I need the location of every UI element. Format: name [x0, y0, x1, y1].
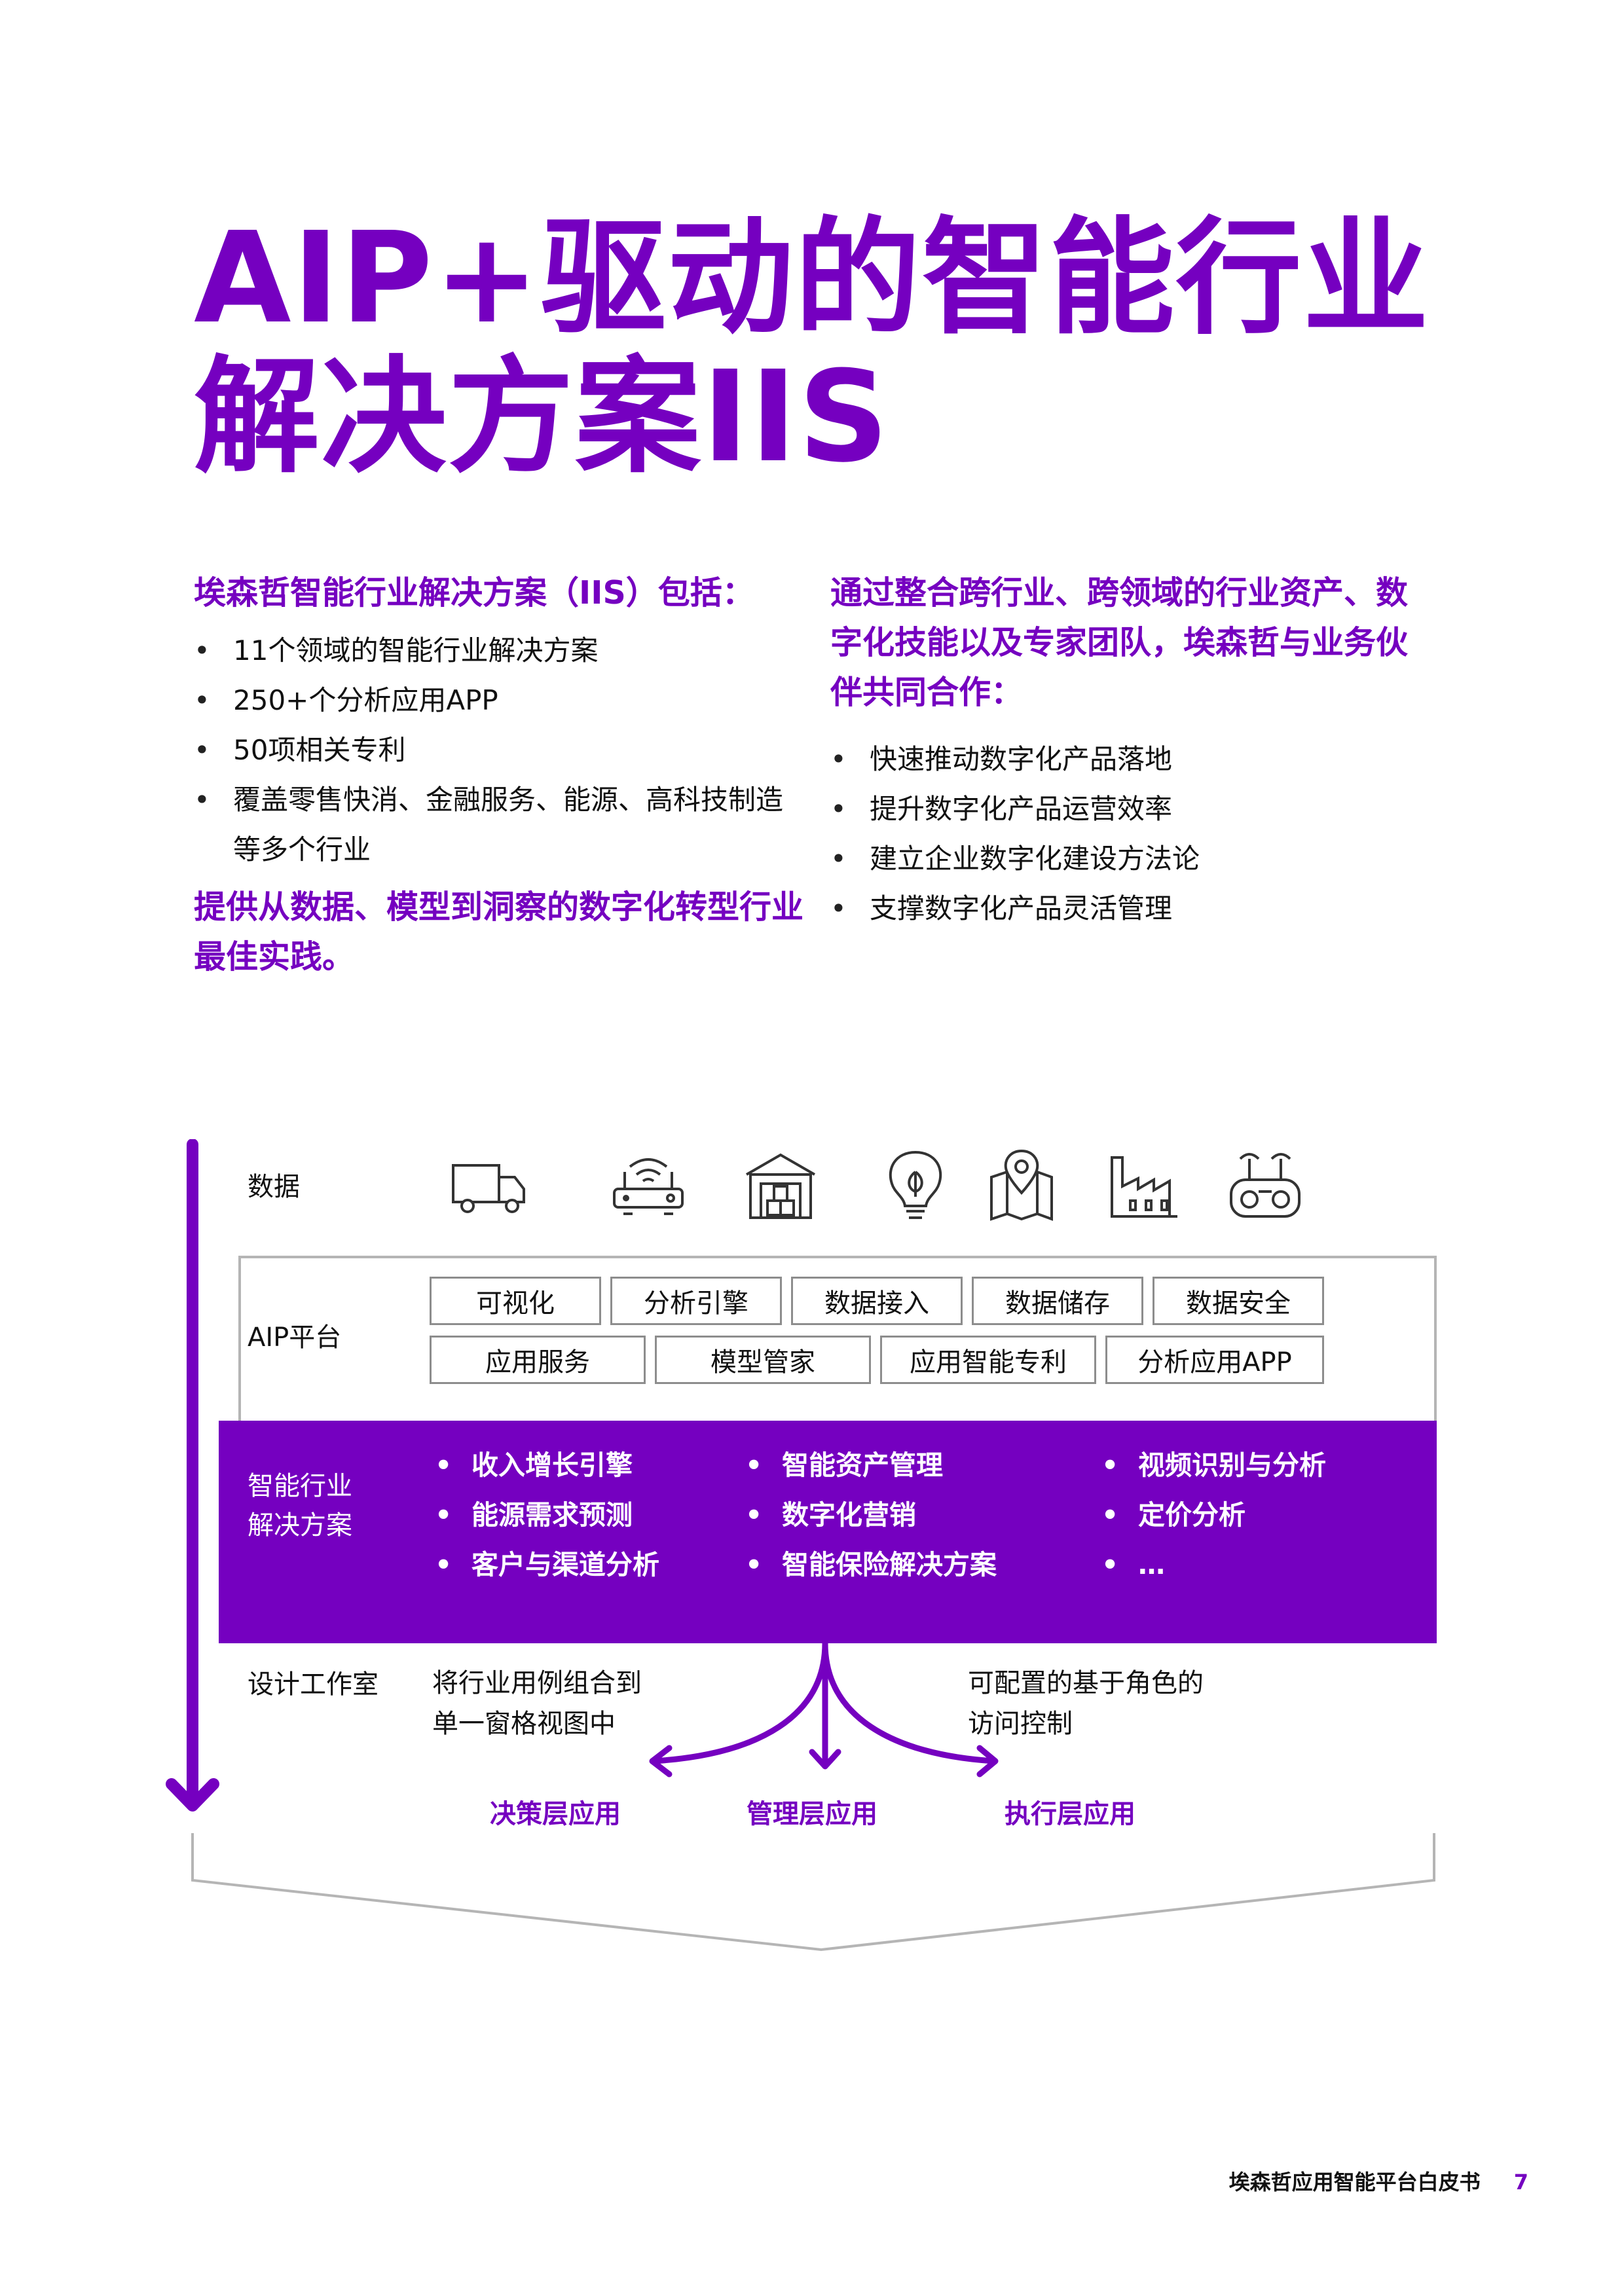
drone-controller-icon [1230, 1153, 1301, 1218]
studio-right-line: 访问控制 [968, 1709, 1073, 1739]
aip-row-label: AIP平台 [248, 1322, 342, 1353]
page-number: 7 [1513, 2170, 1528, 2195]
iis-list-col-3: 视频识别与分析 定价分析 … [1099, 1440, 1326, 1590]
iis-list-col-1: 收入增长引擎 能源需求预测 客户与渠道分析 [432, 1440, 659, 1590]
warehouse-icon [746, 1153, 815, 1219]
iis-list-col-2: 智能资产管理 数字化营销 智能保险解决方案 [743, 1440, 997, 1590]
list-item: 快速推动数字化产品落地 [830, 735, 1439, 784]
divider [238, 1256, 1437, 1258]
divider [238, 1256, 241, 1422]
aip-module-chip: 分析引擎 [610, 1277, 782, 1325]
aip-module-chip: 分析应用APP [1105, 1336, 1324, 1384]
layer-label-management: 管理层应用 [747, 1799, 877, 1829]
left-heading: 埃森哲智能行业解决方案（IIS）包括： [194, 574, 754, 611]
studio-right-line: 可配置的基于角色的 [968, 1668, 1204, 1698]
studio-left-line: 单一窗格视图中 [432, 1709, 616, 1739]
list-item: 提升数字化产品运营效率 [830, 784, 1439, 834]
list-item: 定价分析 [1099, 1490, 1326, 1540]
branch-arrows-icon [649, 1640, 999, 1777]
iis-row-label: 智能行业 解决方案 [248, 1467, 352, 1545]
iis-label-line: 智能行业 [248, 1471, 352, 1501]
page-footer: 埃森哲应用智能平台白皮书 7 [1229, 2166, 1528, 2196]
layer-label-decision: 决策层应用 [490, 1799, 621, 1829]
data-row-label: 数据 [248, 1172, 300, 1202]
list-item: … [1099, 1540, 1326, 1590]
list-item: 智能资产管理 [743, 1440, 997, 1490]
list-item: 智能保险解决方案 [743, 1540, 997, 1590]
studio-right-text: 可配置的基于角色的 访问控制 [968, 1663, 1204, 1744]
studio-left-text: 将行业用例组合到 单一窗格视图中 [432, 1663, 642, 1744]
right-column: 通过整合跨行业、跨领域的行业资产、数字化技能以及专家团队，埃森哲与业务伙伴共同合… [830, 568, 1439, 934]
list-item: 覆盖零售快消、金融服务、能源、高科技制造等多个行业 [194, 775, 809, 875]
map-pin-icon [990, 1149, 1053, 1221]
iis-label-line: 解决方案 [248, 1510, 352, 1540]
list-item: 支撑数字化产品灵活管理 [830, 884, 1439, 934]
left-column: 埃森哲智能行业解决方案（IIS）包括： 11个领域的智能行业解决方案 250+个… [194, 568, 809, 982]
list-item: 收入增长引擎 [432, 1440, 659, 1490]
list-item: 能源需求预测 [432, 1490, 659, 1540]
studio-left-line: 将行业用例组合到 [432, 1668, 642, 1698]
aip-module-chip: 数据储存 [972, 1277, 1143, 1325]
studio-row-label: 设计工作室 [248, 1669, 378, 1700]
left-bullet-list: 11个领域的智能行业解决方案 250+个分析应用APP 50项相关专利 覆盖零售… [194, 626, 809, 875]
divider [1434, 1256, 1437, 1422]
aip-module-chip: 数据接入 [791, 1277, 963, 1325]
list-item: 250+个分析应用APP [194, 676, 809, 725]
list-item: 11个领域的智能行业解决方案 [194, 626, 809, 676]
router-icon [613, 1158, 684, 1215]
title-line-2: 解决方案IIS [194, 344, 891, 490]
aip-module-chip: 应用服务 [430, 1336, 646, 1384]
truck-icon [452, 1164, 525, 1213]
list-item: 建立企业数字化建设方法论 [830, 834, 1439, 884]
left-closing: 提供从数据、模型到洞察的数字化转型行业最佳实践。 [194, 888, 804, 975]
footer-title: 埃森哲应用智能平台白皮书 [1228, 2170, 1481, 2195]
factory-icon [1111, 1156, 1177, 1218]
right-heading: 通过整合跨行业、跨领域的行业资产、数字化技能以及专家团队，埃森哲与业务伙伴共同合… [830, 574, 1409, 711]
aip-module-chip: 应用智能专利 [880, 1336, 1096, 1384]
flow-arrow-icon [166, 1139, 219, 1812]
list-item: 视频识别与分析 [1099, 1440, 1326, 1490]
page-title: AIP+驱动的智能行业 解决方案IIS [194, 206, 1430, 490]
aip-module-chip: 数据安全 [1153, 1277, 1324, 1325]
list-item: 50项相关专利 [194, 725, 809, 775]
lightbulb-leaf-icon [889, 1150, 942, 1219]
title-line-1: AIP+驱动的智能行业 [194, 206, 1430, 352]
list-item: 数字化营销 [743, 1490, 997, 1540]
aip-module-chip: 模型管家 [655, 1336, 871, 1384]
chevron-outline [191, 1833, 1435, 1952]
list-item: 客户与渠道分析 [432, 1540, 659, 1590]
layer-label-execution: 执行层应用 [1005, 1799, 1135, 1829]
aip-module-chip: 可视化 [430, 1277, 601, 1325]
right-bullet-list: 快速推动数字化产品落地 提升数字化产品运营效率 建立企业数字化建设方法论 支撑数… [830, 735, 1439, 934]
